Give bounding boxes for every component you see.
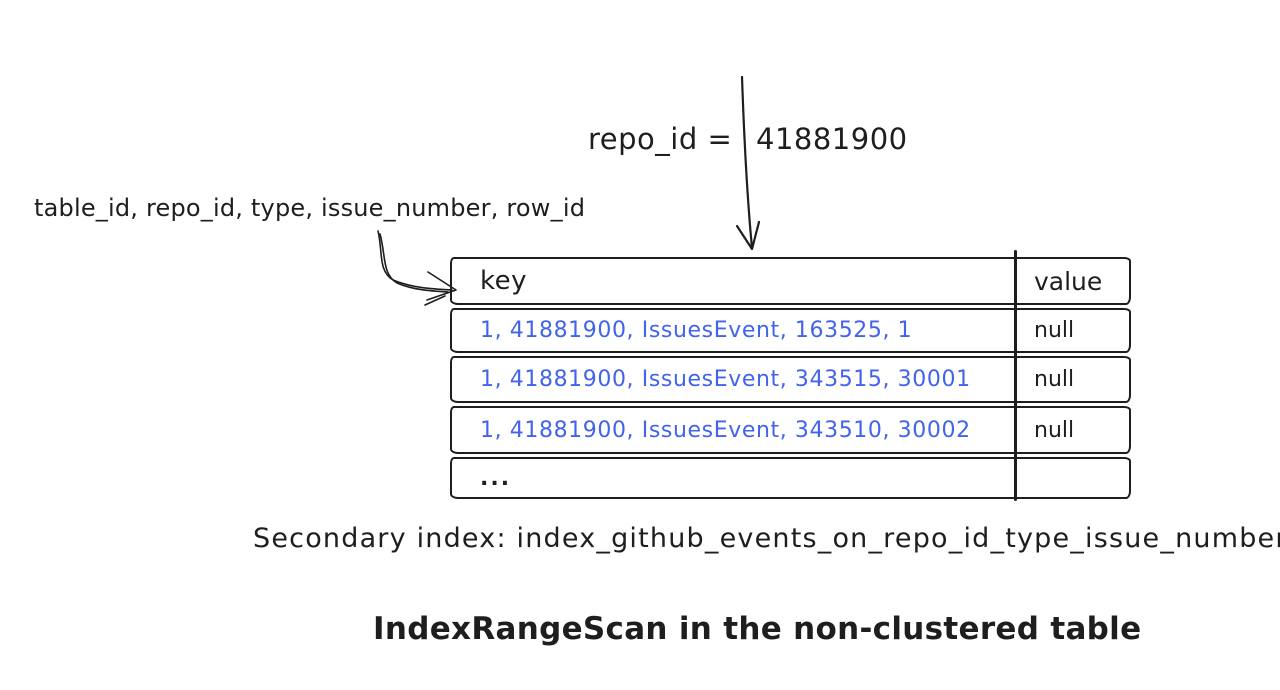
table-row: 1, 41881900, IssuesEvent, 163525, 1 null [450, 308, 1131, 353]
repo-filter-label: repo_id = [588, 122, 733, 156]
key-cell: 1, 41881900, IssuesEvent, 343515, 30001 [480, 367, 971, 392]
secondary-index-caption: Secondary index: index_github_events_on_… [253, 523, 1280, 554]
table-row: 1, 41881900, IssuesEvent, 343515, 30001 … [450, 356, 1131, 403]
value-cell: null [1034, 367, 1075, 392]
value-cell: null [1034, 417, 1075, 443]
header-cell-key: key [480, 266, 528, 296]
table-row: 1, 41881900, IssuesEvent, 343510, 30002 … [450, 406, 1131, 454]
table-row: ... [450, 457, 1131, 499]
key-cell: 1, 41881900, IssuesEvent, 163525, 1 [480, 318, 913, 343]
key-cell: 1, 41881900, IssuesEvent, 343510, 30002 [480, 417, 971, 443]
down-arrow-icon [735, 75, 761, 251]
curved-arrow-icon [377, 230, 457, 306]
index-columns-label: table_id, repo_id, type, issue_number, r… [34, 194, 586, 222]
header-cell-value: value [1034, 266, 1103, 296]
repo-filter-value: 41881900 [756, 122, 908, 156]
value-cell: null [1034, 318, 1075, 343]
key-cell: ... [480, 465, 512, 491]
table-header-row: key value [450, 257, 1131, 305]
column-divider [1014, 250, 1017, 501]
diagram-title: IndexRangeScan in the non-clustered tabl… [373, 611, 1142, 647]
